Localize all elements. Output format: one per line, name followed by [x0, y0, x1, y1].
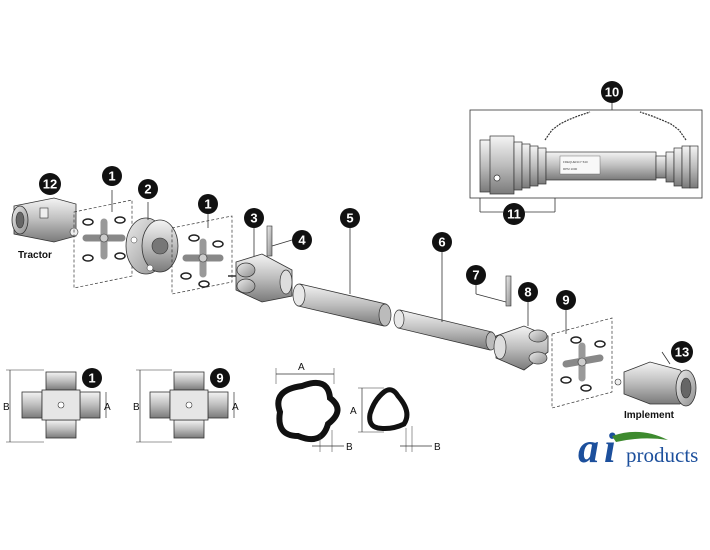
cross-kit-left [73, 190, 133, 289]
callout-detail-9: 9 [210, 368, 230, 388]
implement-inner-yoke [493, 302, 549, 371]
callout-5: 5 [340, 208, 360, 228]
cross-dimension-detail-9 [136, 369, 235, 443]
svg-text:2: 2 [144, 182, 151, 197]
cross-dimension-detail-1 [6, 369, 107, 443]
logo-products: products [626, 443, 698, 467]
svg-text:3: 3 [250, 211, 257, 226]
outer-tube-profile [275, 368, 344, 452]
callout-12: 12 [39, 173, 61, 195]
callout-3: 3 [244, 208, 264, 228]
svg-text:1: 1 [88, 371, 95, 386]
svg-text:13: 13 [675, 345, 689, 360]
inner-tube-profile [358, 387, 432, 452]
logo-i: i [604, 426, 616, 472]
callout-9: 9 [556, 290, 576, 310]
callout-detail-1: 1 [82, 368, 102, 388]
svg-text:11: 11 [507, 207, 521, 222]
dim-b-label-1: B [3, 402, 10, 413]
cross-kit-right [171, 214, 233, 295]
callout-10: 10 [601, 81, 623, 103]
implement-yoke [614, 351, 697, 407]
svg-text:8: 8 [524, 285, 531, 300]
callout-2: 2 [138, 179, 158, 199]
svg-text:9: 9 [216, 371, 223, 386]
profile-dim-b-2: B [434, 442, 441, 453]
tractor-yoke [11, 197, 79, 243]
dim-a-label-1: A [104, 402, 111, 413]
svg-text:10: 10 [605, 85, 619, 100]
inner-yoke [228, 228, 293, 303]
callout-1-top: 1 [102, 166, 122, 186]
svg-text:12: 12 [43, 177, 57, 192]
svg-text:6: 6 [438, 235, 445, 250]
svg-text:1: 1 [108, 169, 115, 184]
callout-7: 7 [466, 265, 486, 285]
profile-dim-a-2: A [350, 406, 357, 417]
profile-dim-b-1: B [346, 442, 353, 453]
leaf-icon [612, 431, 668, 442]
cv-double-yoke [125, 202, 179, 275]
decal-text-2: RPM 1000 [563, 167, 578, 171]
dim-a-label-9: A [232, 402, 239, 413]
tractor-label: Tractor [18, 250, 52, 261]
callout-6: 6 [432, 232, 452, 252]
cross-kit-implement [551, 310, 613, 409]
shield-inset: FREQUENCY 540 RPM 1000 [469, 100, 703, 213]
spring-pin-implement [475, 275, 512, 307]
dim-b-label-9: B [133, 402, 140, 413]
svg-text:4: 4 [298, 233, 306, 248]
callout-11: 11 [503, 203, 525, 225]
svg-text:5: 5 [346, 211, 353, 226]
outer-tube [292, 228, 392, 327]
logo-a: a [578, 426, 599, 472]
profile-dim-a-1: A [298, 362, 305, 373]
callout-1-mid: 1 [198, 194, 218, 214]
svg-text:9: 9 [562, 293, 569, 308]
inner-tube [393, 252, 497, 351]
svg-text:1: 1 [204, 197, 211, 212]
callout-4: 4 [292, 230, 312, 250]
ai-products-logo: a i products [578, 426, 698, 472]
spring-pin [266, 225, 293, 257]
implement-label: Implement [624, 410, 675, 421]
decal-text-1: FREQUENCY 540 [563, 160, 588, 164]
callout-8: 8 [518, 282, 538, 302]
callout-13: 13 [671, 341, 693, 363]
svg-text:7: 7 [472, 268, 479, 283]
